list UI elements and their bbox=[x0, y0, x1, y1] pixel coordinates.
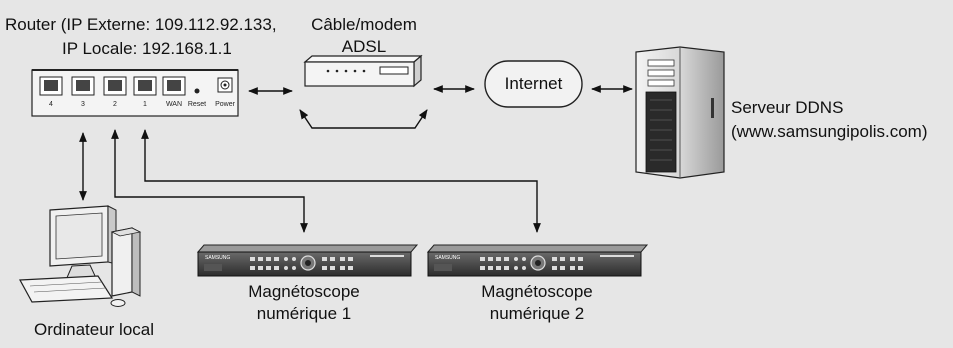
modem-device bbox=[303, 54, 423, 88]
modem-label-line1: Câble/modem bbox=[311, 15, 417, 34]
router-port-label: 2 bbox=[113, 101, 117, 108]
server-label-line2: (www.samsungipolis.com) bbox=[731, 122, 928, 141]
dvr-1-device: SAMSUNG bbox=[196, 244, 419, 277]
dvr-1-brand: SAMSUNG bbox=[205, 255, 230, 261]
router-port-4 bbox=[39, 76, 63, 96]
router-power-label: Power bbox=[215, 101, 236, 108]
internet-node bbox=[484, 60, 583, 108]
modem-loop-arrow bbox=[299, 109, 428, 129]
server-label-line1: Serveur DDNS bbox=[731, 98, 844, 117]
internet-label: Internet bbox=[504, 74, 563, 93]
dvr-2-device: SAMSUNG bbox=[426, 244, 649, 277]
router-port-1 bbox=[133, 76, 157, 96]
dvr-2-label-line1: Magnétoscope bbox=[481, 282, 593, 301]
router-port-label: 4 bbox=[49, 101, 53, 108]
router-port-3 bbox=[71, 76, 95, 96]
router-port-wan bbox=[162, 76, 186, 96]
server-tower bbox=[635, 46, 725, 179]
router-port-label: 3 bbox=[81, 101, 85, 108]
modem-label-line2: ADSL bbox=[341, 37, 387, 56]
reset-button-icon bbox=[194, 88, 200, 94]
dvr-1-label-line2: numérique 1 bbox=[256, 304, 352, 323]
local-computer bbox=[19, 205, 142, 307]
router-title-line1: Router (IP Externe: 109.112.92.133, bbox=[5, 15, 277, 34]
router-dvr2-arrow bbox=[141, 129, 541, 233]
router-device: 4 3 2 1 WAN Reset Power bbox=[31, 69, 239, 117]
computer-label: Ordinateur local bbox=[34, 320, 155, 339]
dvr-2-label-line2: numérique 2 bbox=[489, 304, 585, 323]
dvr-2-brand: SAMSUNG bbox=[435, 255, 460, 261]
router-reset-label: Reset bbox=[188, 101, 206, 108]
dvr-1-label-line1: Magnétoscope bbox=[248, 282, 360, 301]
router-port-2 bbox=[103, 76, 127, 96]
router-title-line2: IP Locale: 192.168.1.1 bbox=[62, 39, 232, 58]
router-port-label: WAN bbox=[166, 101, 182, 108]
router-port-label: 1 bbox=[143, 101, 147, 108]
connections bbox=[79, 85, 633, 233]
